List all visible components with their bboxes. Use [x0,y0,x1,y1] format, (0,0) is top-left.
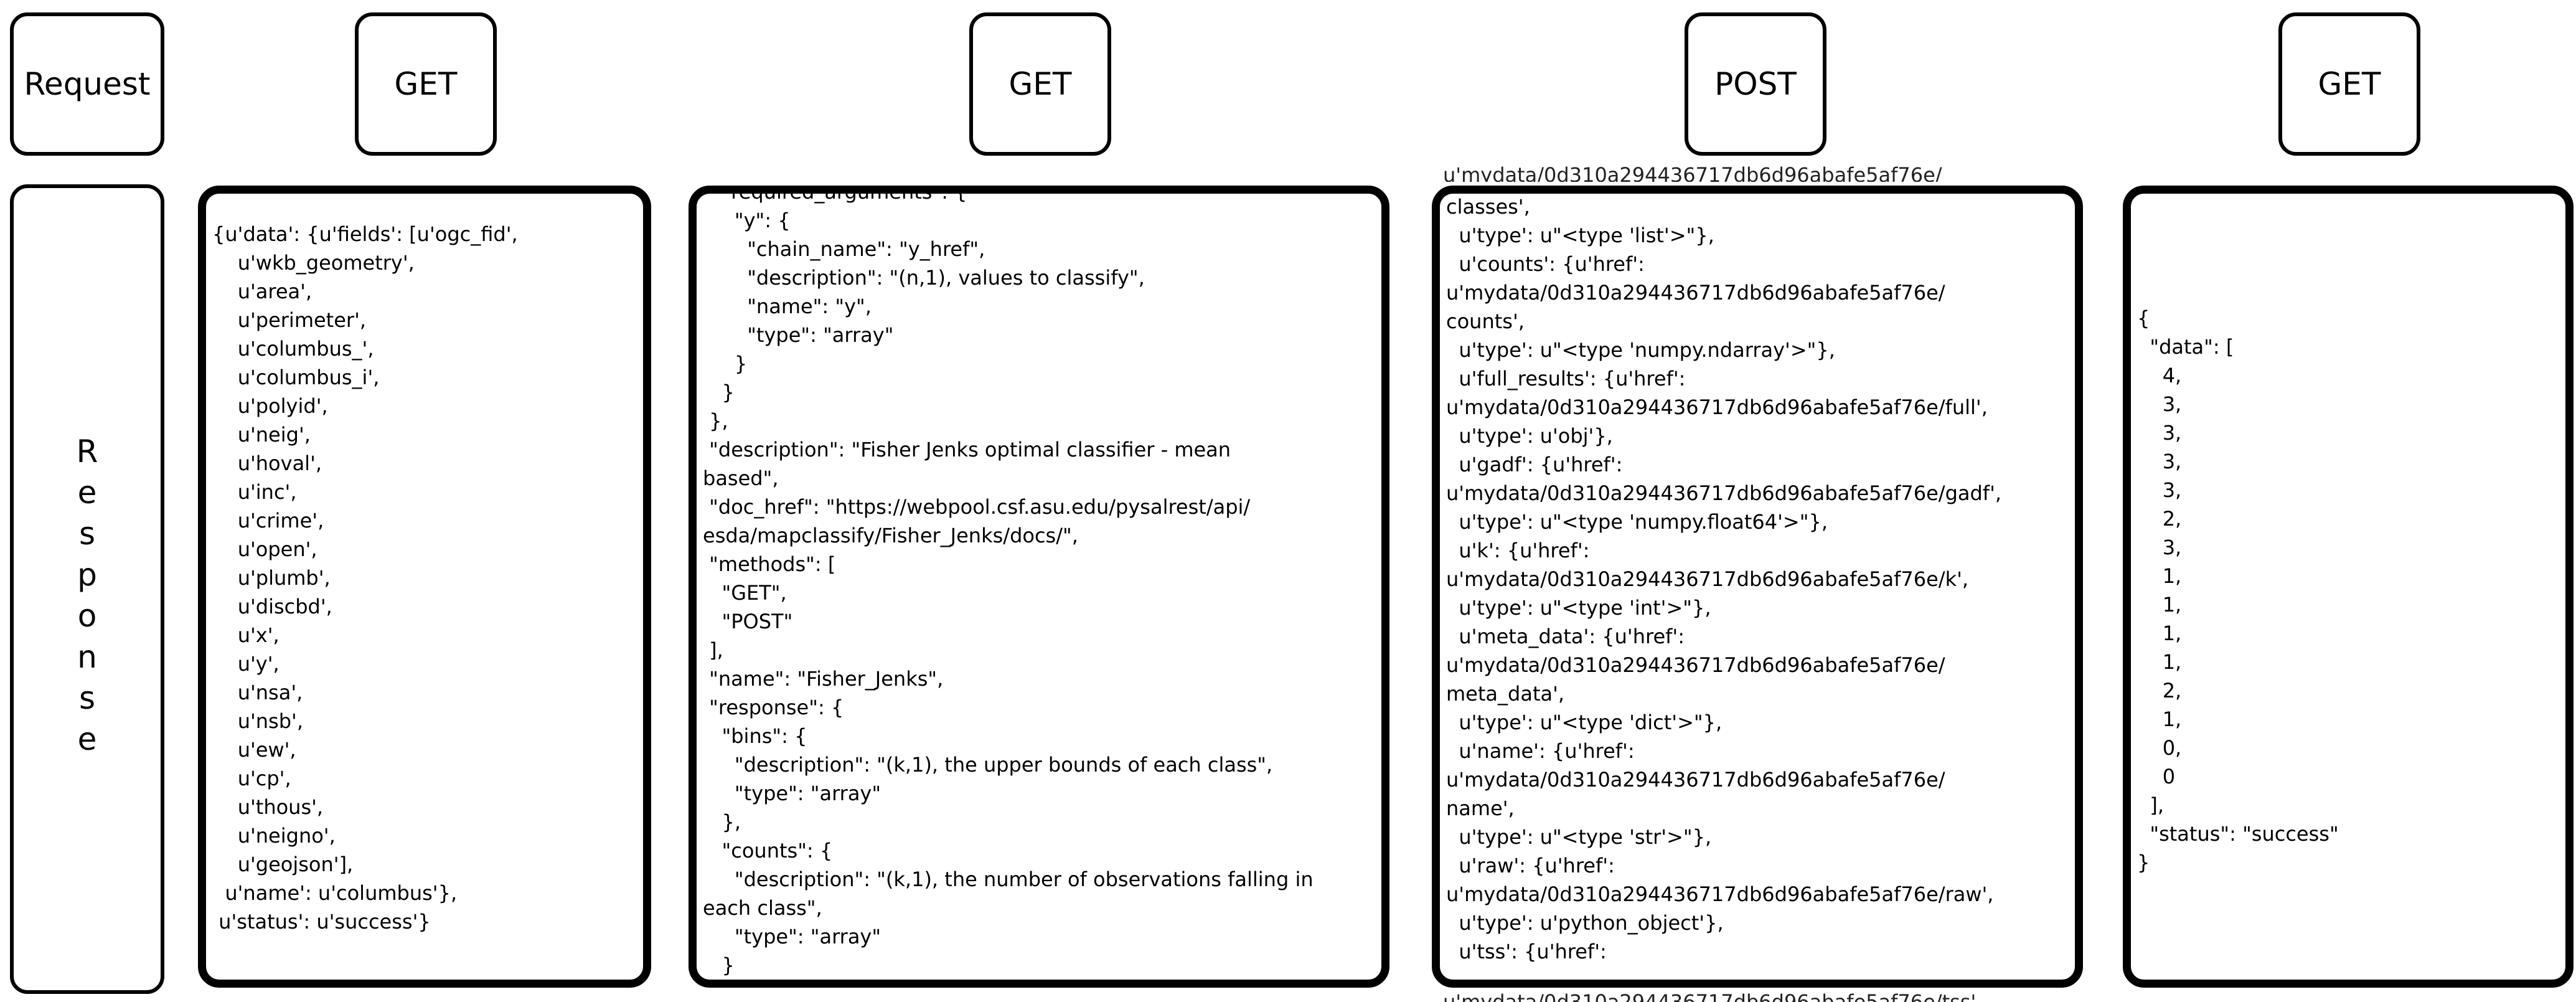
response-panel-classification-data: { "data": [ 4, 3, 3, 3, 3, 2, 3, 1, 1, 1… [2123,186,2574,988]
response-label: R e s p o n s e [76,433,98,757]
response-text-3: classes', u'type': u"<type 'list'>"}, u'… [1446,195,2002,963]
response-panel-post-result: classes', u'type': u"<type 'list'>"}, u'… [1432,186,2083,988]
method-get-header-1: GET [355,12,497,156]
method-post-header: POST [1685,12,1826,156]
response-text-2: "required_arguments": { "y": { "chain_na… [703,186,1314,977]
method-get-header-4: GET [2278,12,2420,156]
response-text-3-overflow-top: u'mydata/0d310a294436717db6d96abafe5af76… [1443,161,1942,182]
method-get-header-2: GET [969,12,1111,156]
response-text-1: {u'data': {u'fields': [u'ogc_fid', u'wkb… [212,222,518,933]
request-label: Request [10,12,164,156]
response-text-3-overflow-bottom: u'mydata/0d310a294436717db6d96abafe5af76… [1443,988,1983,1002]
response-panel-dataset-fields: {u'data': {u'fields': [u'ogc_fid', u'wkb… [198,186,651,988]
response-text-4: { "data": [ 4, 3, 3, 3, 3, 2, 3, 1, 1, 1… [2137,306,2339,874]
response-label-box: R e s p o n s e [10,184,164,994]
response-panel-fisher-jenks-docs: "required_arguments": { "y": { "chain_na… [689,186,1389,988]
